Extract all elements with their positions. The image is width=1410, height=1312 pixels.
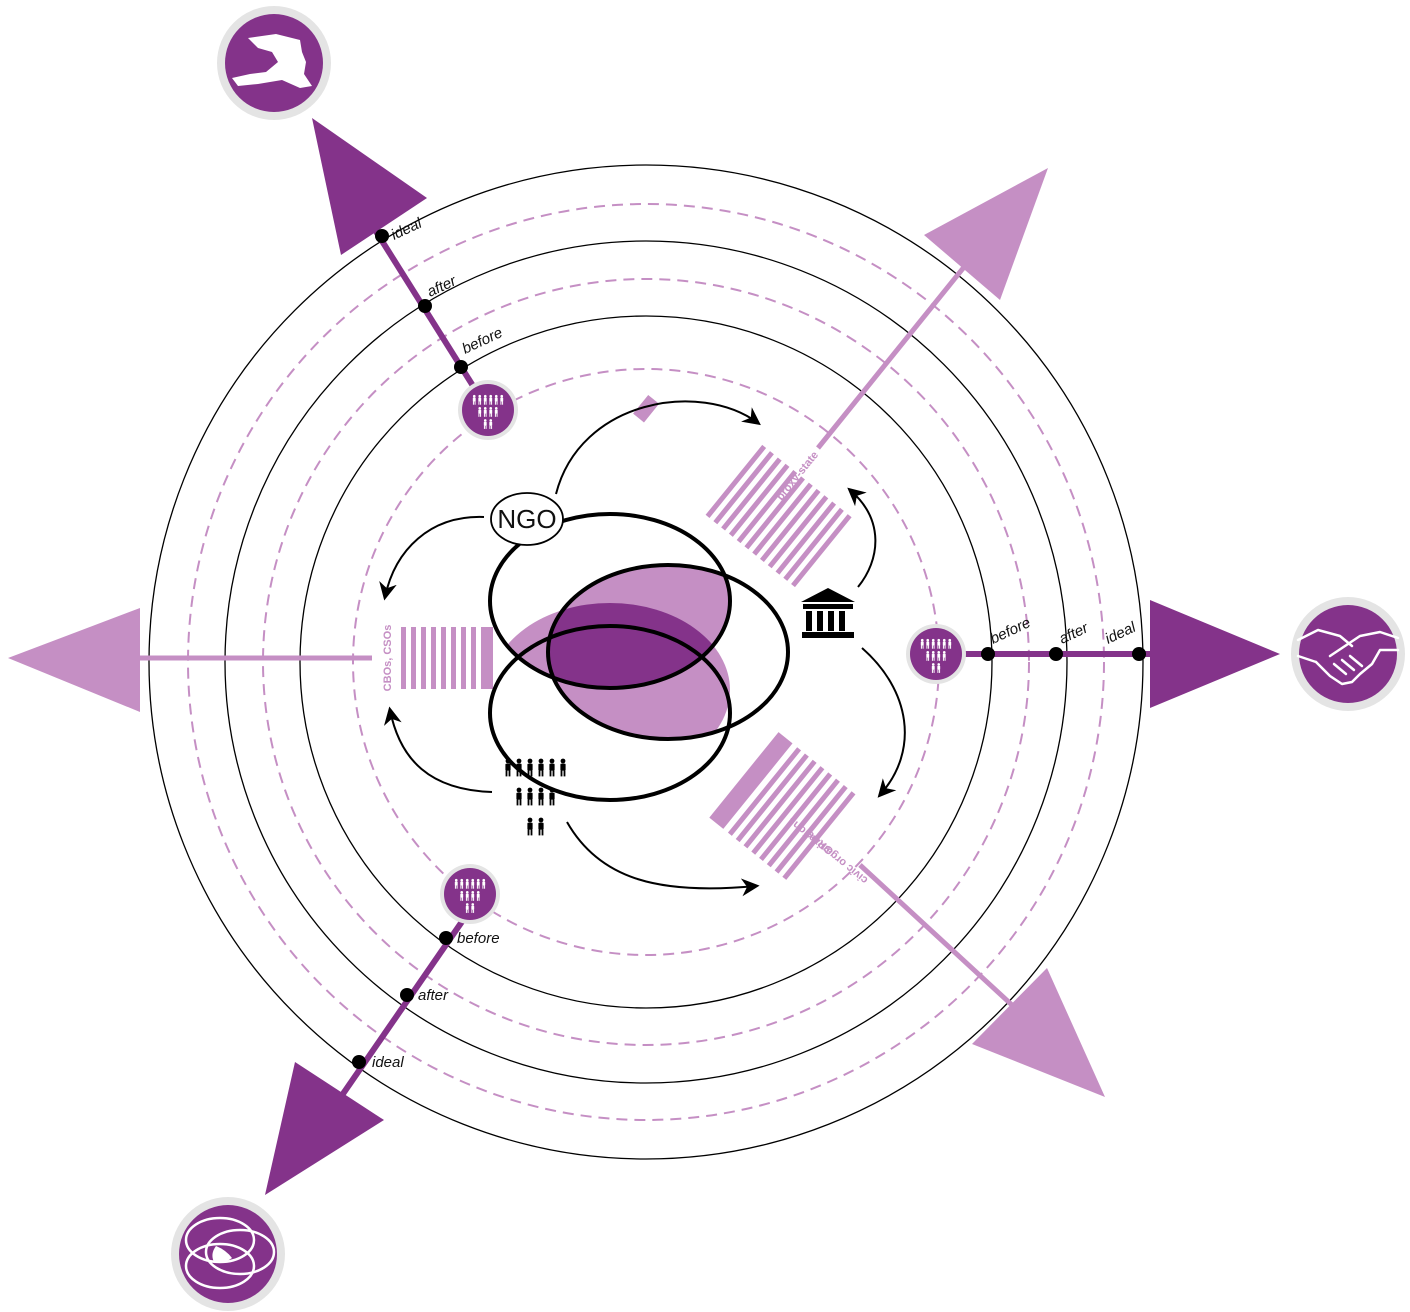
axis-arrowhead-lower-left xyxy=(265,1062,384,1195)
light-axes xyxy=(8,168,1105,1097)
handshake-icon xyxy=(1291,597,1405,711)
haiti-map-icon xyxy=(217,6,331,120)
concentric-rings xyxy=(148,164,1144,1160)
axis-integration-marker-ideal xyxy=(352,1055,366,1069)
stripe-band-proxy-state xyxy=(633,394,852,588)
venn-icon xyxy=(171,1197,285,1311)
stripe-band-civic xyxy=(709,732,856,880)
axis-arrowhead-lower-right xyxy=(972,968,1105,1097)
people-badge-upper xyxy=(458,380,518,440)
people-badge-lower xyxy=(440,864,500,924)
axis-haiti-label-before: before xyxy=(460,324,506,357)
venn-ellipse-government xyxy=(546,563,790,741)
axis-arrowhead-right xyxy=(1150,600,1280,708)
axis-integration-label-before: before xyxy=(457,930,500,947)
flow-arrow-people-to-cbos xyxy=(384,706,493,793)
axis-arrowhead-upper-right xyxy=(924,168,1048,300)
ring-2 xyxy=(224,240,1068,1084)
axis-partnership-label-ideal: ideal xyxy=(1103,619,1140,648)
axis-integration-label-after: after xyxy=(418,987,449,1004)
ngo-label: NGO xyxy=(497,504,556,534)
axis-integration-marker-after xyxy=(400,988,414,1002)
axis-partnership-marker-ideal xyxy=(1132,647,1146,661)
axis-haiti-label-after: after xyxy=(425,272,460,301)
axis-partnership-marker-after xyxy=(1049,647,1063,661)
axis-haiti-marker-after xyxy=(418,299,432,313)
people-group-icon xyxy=(505,758,566,836)
flow-arrow-people-to-civic xyxy=(566,821,760,897)
axis-arrowhead-left xyxy=(8,608,140,712)
axis-haiti-marker-ideal xyxy=(375,229,389,243)
axis-integration-label-ideal: ideal xyxy=(372,1054,404,1071)
flow-arrows xyxy=(379,400,906,897)
flow-arrow-gov-to-proxy xyxy=(847,487,877,588)
axis-partnership-label-after: after xyxy=(1057,619,1092,648)
venn-ellipse-ngo xyxy=(488,512,732,690)
people-badge-right xyxy=(906,624,966,684)
flow-arrow-ngo-to-proxy xyxy=(555,400,761,495)
axis-partnership-marker-before xyxy=(981,647,995,661)
ring-3 xyxy=(299,315,993,1009)
axis-haiti: ideal after before xyxy=(312,118,506,407)
flow-arrow-ngo-to-cbos xyxy=(379,515,485,601)
government-building-icon xyxy=(801,588,855,638)
ring-dashed-middle xyxy=(262,278,1030,1046)
flow-arrow-gov-to-civic xyxy=(861,647,906,798)
axis-partnership-label-before: before xyxy=(988,614,1034,647)
axis-integration: before after ideal xyxy=(265,908,500,1195)
ring-dashed-outer xyxy=(187,203,1105,1121)
ngo-bubble: NGO xyxy=(490,492,564,546)
band-label-cbos: CBOs, CSOs xyxy=(382,625,394,692)
axis-partnership: before after ideal xyxy=(945,600,1280,708)
axis-integration-marker-before xyxy=(439,931,453,945)
ring-outer xyxy=(148,164,1144,1160)
axis-haiti-marker-before xyxy=(454,360,468,374)
venn-ellipse-people xyxy=(488,624,732,802)
stripe-band-cbos xyxy=(401,627,493,689)
axis-arrowhead-upper-left xyxy=(312,118,427,255)
